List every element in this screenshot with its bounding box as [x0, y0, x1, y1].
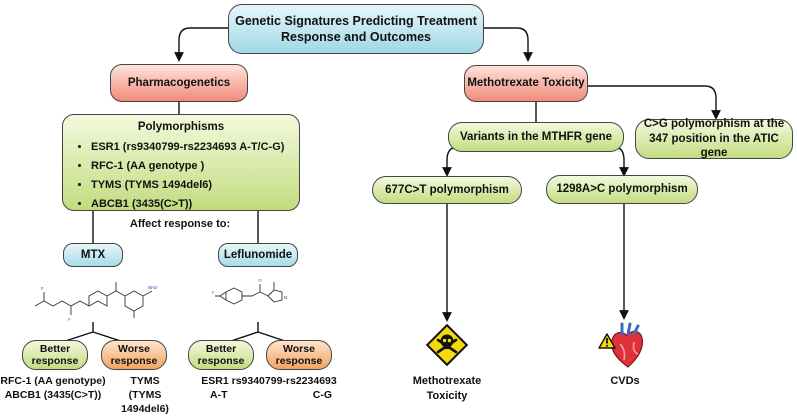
mtx-worse-note-line: (TYMS 1494del6): [121, 389, 169, 416]
leflunomide-box: Leflunomide: [218, 243, 298, 267]
mtx-worse-note: TYMS (TYMS 1494del6): [106, 374, 184, 417]
arrow-title-to-toxicity: [484, 27, 533, 62]
methotrexate-structure-image: F F NH2: [34, 282, 157, 322]
leflunomide-label: Leflunomide: [223, 248, 293, 261]
leflunomide-structure-image: F O N: [212, 278, 287, 305]
leflunomide-atom-label: N: [284, 295, 287, 300]
pharmacogenetics-label: Pharmacogenetics: [127, 76, 231, 89]
polymorphism-item: TYMS (TYMS 1494del6): [91, 176, 289, 195]
diagram-title-box: Genetic Signatures Predicting Treatment …: [228, 4, 484, 54]
mtx-box: MTX: [63, 243, 123, 267]
mtx-better-note-line: RFC-1 (AA genotype): [0, 375, 106, 387]
cvd-outcome: CVDs: [610, 375, 640, 387]
leflunomide-note-alleles: A-T C-G: [196, 388, 342, 402]
polymorphism-item: ESR1 (rs9340799-rs2234693 A-T/C-G): [91, 138, 289, 157]
polymorphism-item: ABCB1 (3435(C>T)): [91, 195, 289, 214]
mtx-worse-response-box: Worse response: [101, 340, 167, 370]
polymorphism-1298-box: 1298A>C polymorphism: [546, 175, 698, 204]
affect-response-label: Affect response to:: [129, 218, 231, 230]
leflunomide-better-response-box: Better response: [188, 340, 254, 370]
atic-polymorphism-label: C>G polymorphism at the 347 position in …: [643, 117, 785, 160]
mtx-better-note: RFC-1 (AA genotype) ABCB1 (3435(C>T)): [0, 374, 106, 402]
leflunomide-note: ESR1 rs9340799-rs2234693 A-T C-G: [196, 374, 342, 402]
connector-lines: [55, 27, 721, 345]
mtx-better-response-box: Better response: [22, 340, 88, 370]
mtx-worse-note-line: TYMS: [130, 375, 160, 387]
arrow-mthfr-to-1298: [613, 146, 629, 177]
mtx-worse-response-label: Worse response: [110, 342, 158, 367]
methotrexate-toxicity-box: Methotrexate Toxicity: [464, 65, 588, 102]
polymorphisms-list: ESR1 (rs9340799-rs2234693 A-T/C-G) RFC-1…: [73, 138, 289, 214]
leflunomide-note-allele: C-G: [312, 389, 332, 402]
mtx-atom-label: F: [68, 317, 71, 322]
methotrexate-toxicity-outcome: Methotrexate Toxicity: [412, 375, 482, 402]
mthfr-variants-box: Variants in the MTHFR gene: [448, 122, 624, 152]
methotrexate-toxicity-label: Methotrexate Toxicity: [467, 77, 585, 90]
polymorphism-677-box: 677C>T polymorphism: [372, 176, 522, 204]
arrow-title-to-pharmacogenetics: [174, 27, 228, 62]
mthfr-variants-label: Variants in the MTHFR gene: [459, 130, 613, 143]
skull-warning-icon: [425, 323, 469, 367]
polymorphisms-title: Polymorphisms: [137, 121, 225, 133]
leflunomide-worse-response-box: Worse response: [266, 340, 332, 370]
diagram-title: Genetic Signatures Predicting Treatment …: [235, 13, 477, 44]
leflunomide-worse-response-label: Worse response: [275, 342, 323, 367]
mtx-atom-label: F: [41, 286, 44, 291]
mtx-better-response-label: Better response: [31, 342, 79, 367]
heart-warning-icon: [598, 322, 643, 368]
leflunomide-atom-label: F: [212, 290, 215, 295]
mtx-label: MTX: [80, 248, 106, 261]
polymorphism-677-label: 677C>T polymorphism: [385, 183, 509, 196]
atic-polymorphism-box: C>G polymorphism at the 347 position in …: [635, 117, 793, 160]
polymorphism-item: RFC-1 (AA genotype ): [91, 157, 289, 176]
mtx-better-note-line: ABCB1 (3435(C>T)): [4, 389, 102, 402]
polymorphisms-box: Polymorphisms ESR1 (rs9340799-rs2234693 …: [62, 114, 300, 211]
mtx-atom-label: NH2: [148, 285, 157, 290]
pharmacogenetics-box: Pharmacogenetics: [110, 64, 248, 102]
leflunomide-note-allele: A-T: [210, 389, 228, 402]
leflunomide-note-line: ESR1 rs9340799-rs2234693: [201, 375, 337, 387]
leflunomide-atom-label: O: [258, 278, 262, 283]
polymorphism-1298-label: 1298A>C polymorphism: [556, 183, 688, 196]
arrow-toxicity-to-atic: [588, 85, 721, 120]
leflunomide-better-response-label: Better response: [197, 342, 245, 367]
